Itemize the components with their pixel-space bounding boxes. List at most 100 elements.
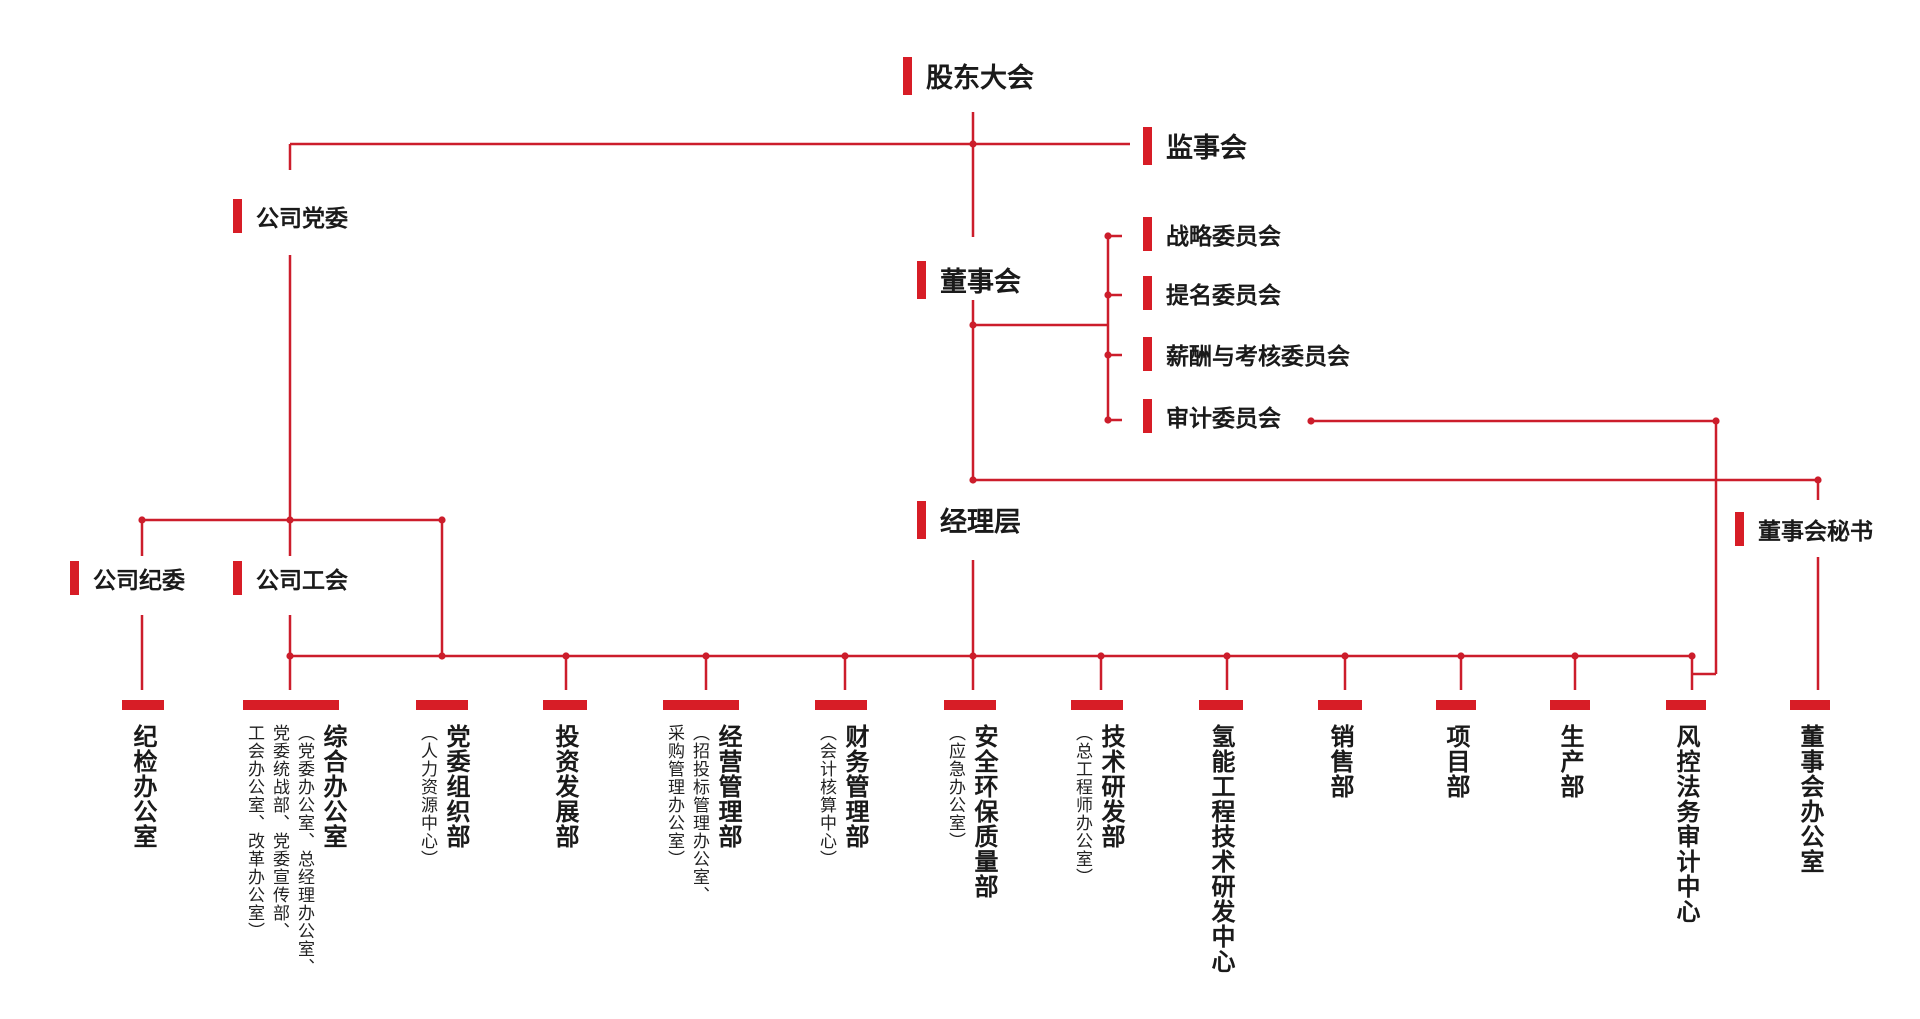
accent-bar [1143, 217, 1152, 251]
junction-dot [1307, 417, 1315, 425]
dept-note: 采购管理办公室） [664, 724, 684, 868]
dept-cap [543, 700, 587, 710]
junction-dot [1457, 652, 1465, 660]
dept-note: （招投标管理办公室、 [689, 724, 709, 904]
dept-name: 党委组织部 [442, 724, 470, 849]
dept-cap [1790, 700, 1830, 710]
accent-bar [917, 260, 926, 299]
node-nomination-committee: 提名委员会 [1143, 276, 1281, 310]
dept-name: 项目部 [1442, 724, 1470, 799]
junction-dot [969, 140, 977, 148]
dept-name: 纪检办公室 [129, 724, 157, 849]
junction-dot [138, 516, 146, 524]
node-discipline-committee: 公司纪委 [70, 561, 185, 595]
node-label: 公司工会 [256, 568, 348, 594]
dept-name: 董事会办公室 [1796, 724, 1824, 874]
node-label: 战略委员会 [1166, 224, 1281, 250]
dept-name: 氢能工程技术研发中心 [1207, 724, 1235, 974]
node-board-secretary: 董事会秘书 [1735, 512, 1873, 546]
accent-bar [917, 500, 926, 539]
node-compensation-committee: 薪酬与考核委员会 [1143, 337, 1350, 371]
junction-dot [1688, 652, 1696, 660]
node-label: 监事会 [1166, 133, 1247, 164]
junction-dot [286, 516, 294, 524]
node-trade-union: 公司工会 [233, 561, 348, 595]
node-party-committee: 公司党委 [233, 199, 348, 233]
node-label: 薪酬与考核委员会 [1166, 344, 1350, 370]
dept-note: （人力资源中心） [417, 724, 437, 868]
junction-dot [438, 516, 446, 524]
node-label: 公司党委 [256, 206, 348, 232]
dept-name: 技术研发部 [1097, 724, 1125, 849]
accent-bar [1143, 126, 1152, 165]
junction-dot [841, 652, 849, 660]
dept-name: 综合办公室 [319, 724, 347, 849]
node-label: 公司纪委 [93, 568, 185, 594]
dept-note: （应急办公室） [945, 724, 965, 850]
node-strategy-committee: 战略委员会 [1143, 217, 1281, 251]
accent-bar [1143, 399, 1152, 433]
dept-cap [663, 700, 739, 710]
accent-bar [233, 199, 242, 233]
accent-bar [1143, 276, 1152, 310]
dept-name: 经营管理部 [714, 724, 742, 849]
junction-dot [286, 652, 294, 660]
node-shareholders: 股东大会 [903, 56, 1034, 95]
junction-dot [969, 321, 977, 329]
junction-dot [1712, 417, 1720, 425]
junction-dot [1097, 652, 1105, 660]
node-label: 董事会 [940, 267, 1021, 298]
junction-dot [1223, 652, 1231, 660]
junction-dot [562, 652, 570, 660]
junction-dot [1104, 416, 1112, 424]
accent-bar [233, 561, 242, 595]
node-label: 审计委员会 [1166, 406, 1281, 432]
dept-name: 生产部 [1556, 724, 1584, 799]
dept-cap [122, 700, 164, 710]
dept-cap [243, 700, 339, 710]
node-label: 股东大会 [926, 63, 1034, 94]
dept-note: 党委统战部、党委宣传部、 [269, 724, 289, 940]
junction-dot [1104, 291, 1112, 299]
dept-cap [1199, 700, 1243, 710]
junction-dot [1814, 476, 1822, 484]
dept-cap [1071, 700, 1123, 710]
dept-cap [1318, 700, 1362, 710]
junction-dot [702, 652, 710, 660]
junction-dot [438, 652, 446, 660]
accent-bar [70, 561, 79, 595]
accent-bar [1143, 337, 1152, 371]
dept-cap [416, 700, 468, 710]
dept-note: （会计核算中心） [816, 724, 836, 868]
accent-bar [1735, 512, 1744, 546]
junction-dot [969, 652, 977, 660]
accent-bar [903, 56, 912, 95]
node-audit-committee: 审计委员会 [1143, 399, 1281, 433]
dept-note: （总工程师办公室） [1072, 724, 1092, 886]
node-board: 董事会 [917, 260, 1021, 299]
junction-dot [969, 476, 977, 484]
node-label: 经理层 [940, 507, 1021, 538]
dept-cap [815, 700, 867, 710]
dept-name: 投资发展部 [551, 724, 579, 849]
node-supervisory-board: 监事会 [1143, 126, 1247, 165]
dept-note: 工会办公室、改革办公室） [244, 724, 264, 940]
node-label: 提名委员会 [1166, 283, 1281, 309]
dept-name: 安全环保质量部 [970, 724, 998, 899]
junction-dot [1341, 652, 1349, 660]
node-management: 经理层 [917, 500, 1021, 539]
dept-name: 销售部 [1326, 724, 1354, 799]
dept-cap [1666, 700, 1706, 710]
dept-cap [944, 700, 996, 710]
dept-name: 财务管理部 [841, 724, 869, 849]
dept-name: 风控法务审计中心 [1672, 724, 1700, 924]
junction-dot [1571, 652, 1579, 660]
junction-dot [1104, 351, 1112, 359]
dept-note: （党委办公室、总经理办公室、 [294, 724, 314, 976]
node-label: 董事会秘书 [1758, 519, 1873, 545]
dept-cap [1436, 700, 1476, 710]
junction-dot [1104, 232, 1112, 240]
dept-cap [1550, 700, 1590, 710]
